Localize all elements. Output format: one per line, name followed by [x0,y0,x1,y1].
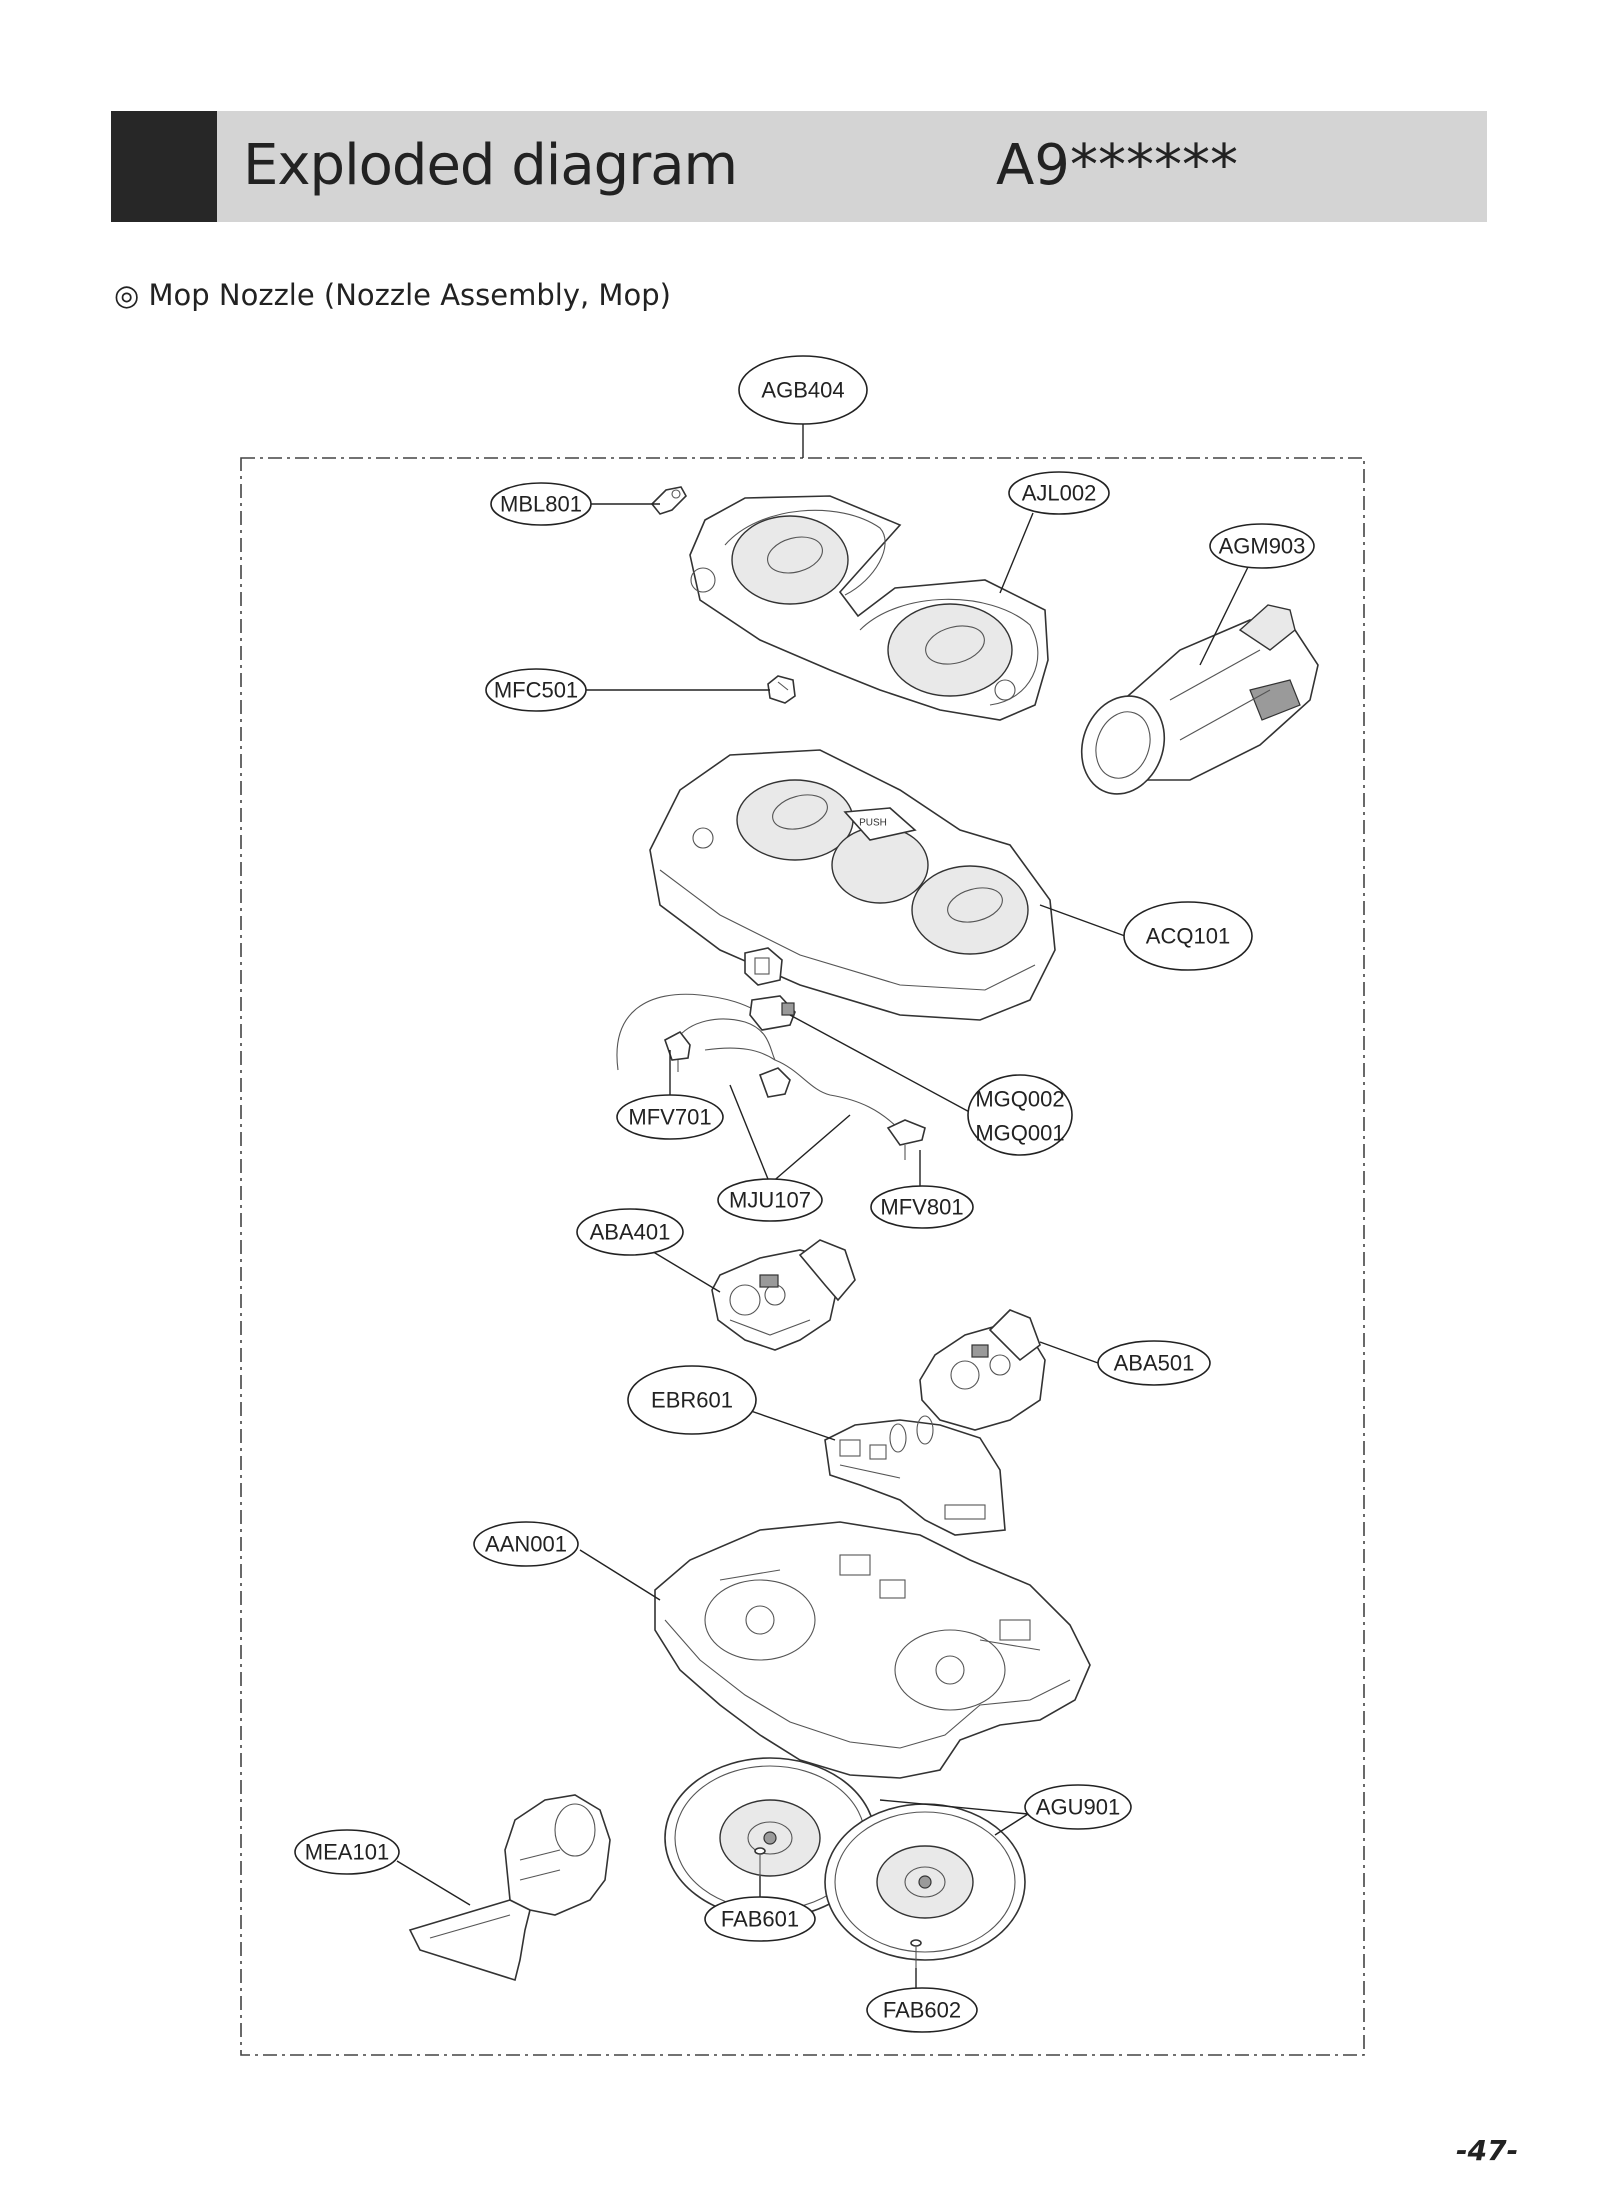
callout-fab602: FAB602 [866,1987,978,2033]
leader-aba501 [1039,1341,1099,1364]
callout-mea101: MEA101 [294,1829,400,1875]
push-label: PUSH [859,818,887,829]
part-mfv801 [886,1119,926,1160]
callout-aba401: ABA401 [576,1208,684,1256]
leader-agu901-b [994,1813,1029,1836]
part-mea101 [408,1794,611,1982]
callout-fab601-label: FAB601 [721,1907,799,1932]
part-acq101: PUSH [649,749,1056,1021]
callout-mfc501: MFC501 [485,668,587,712]
callout-fab602-label: FAB602 [883,1998,961,2023]
part-fab602 [910,1939,922,1968]
part-connector-block [744,947,783,986]
leader-agm903 [1199,566,1249,666]
part-mbl801 [650,486,687,515]
part-ebr601 [824,1415,1006,1536]
callout-acq101: ACQ101 [1123,901,1253,971]
callout-mfv701: MFV701 [616,1094,724,1140]
callout-ajl002: AJL002 [1008,471,1110,515]
callout-agm903-label: AGM903 [1219,534,1306,559]
leader-aba401 [649,1249,721,1293]
callout-aba401-label: ABA401 [590,1220,671,1245]
part-aan001 [654,1521,1091,1779]
leader-ajl002 [999,512,1034,594]
callout-aba501-label: ABA501 [1114,1351,1195,1376]
callout-agm903: AGM903 [1209,523,1315,569]
callout-fab601: FAB601 [704,1896,816,1942]
part-aba401 [711,1239,856,1351]
leader-aan001 [579,1549,661,1601]
model-code: A9****** [996,133,1238,198]
section-heading: ◎ Mop Nozzle (Nozzle Assembly, Mop) [114,278,671,312]
leader-agu901-a [879,1799,1029,1815]
callout-mju107-label: MJU107 [729,1188,811,1213]
leader-mju107-b [769,1114,851,1185]
callout-mfv801: MFV801 [870,1185,974,1229]
callout-mju107: MJU107 [717,1178,823,1222]
callout-mbl801-label: MBL801 [500,492,582,517]
part-fab601 [754,1847,766,1876]
header-block [111,111,217,222]
callout-mfv701-label: MFV701 [628,1105,711,1130]
callout-agu901-label: AGU901 [1036,1795,1120,1820]
leader-ebr601 [747,1409,836,1441]
callout-acq101-label: ACQ101 [1146,924,1230,949]
part-mgq-valve [758,1067,791,1098]
header-bar [111,111,1487,222]
callout-agb404-label: AGB404 [761,378,844,403]
callout-mfv801-label: MFV801 [880,1195,963,1220]
callout-ebr601-label: EBR601 [651,1388,733,1413]
callout-agb404: AGB404 [738,355,868,425]
leader-mgq [789,1014,976,1116]
callout-mgq: MGQ002 MGQ001 [967,1074,1073,1156]
part-mfv701 [664,1030,691,1072]
callout-mgq002-label: MGQ002 [975,1087,1064,1112]
callout-aan001: AAN001 [473,1521,579,1567]
callout-mgq001-label: MGQ001 [975,1121,1064,1146]
part-mfc501 [767,675,796,704]
callout-aba501: ABA501 [1097,1340,1211,1386]
leader-acq101 [1039,904,1126,937]
part-mju107-hoses [616,993,901,1131]
page-number: -47- [1456,2134,1519,2167]
callout-agu901: AGU901 [1024,1784,1132,1830]
leader-mju107-a [729,1084,771,1185]
callout-mbl801: MBL801 [490,482,592,526]
part-agu901-right [824,1803,1026,1961]
callout-mfc501-label: MFC501 [494,678,578,703]
part-aba501 [919,1309,1046,1431]
page-title: Exploded diagram [243,133,738,198]
part-ajl002 [689,495,1049,721]
callout-aan001-label: AAN001 [485,1532,567,1557]
leader-mea101 [396,1860,471,1906]
callout-ajl002-label: AJL002 [1022,481,1097,506]
callout-ebr601: EBR601 [627,1365,757,1435]
callout-mea101-label: MEA101 [305,1840,389,1865]
part-agm903 [1080,604,1319,795]
